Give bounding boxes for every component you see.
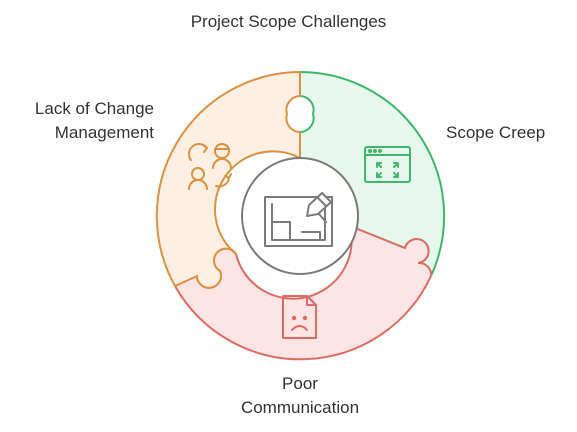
label-line: Poor <box>282 374 318 393</box>
label-line: Communication <box>240 398 360 417</box>
label-poor-communication: Poor Communication <box>200 372 400 420</box>
label-line: Management <box>54 123 154 142</box>
label-line: Lack of Change <box>34 99 154 118</box>
center-circle <box>241 157 359 275</box>
label-lack-of-change-management: Lack of Change Management <box>8 97 154 145</box>
browser-expand-icon <box>364 146 411 183</box>
diagram-title: Project Scope Challenges <box>190 12 387 31</box>
blueprint-pencil-icon <box>264 192 333 247</box>
label-line: Scope Creep <box>446 123 546 142</box>
sad-document-icon <box>282 295 317 339</box>
label-scope-creep: Scope Creep <box>446 121 545 145</box>
segment-lack-of-change-management <box>155 70 301 289</box>
people-exchange-icon <box>188 143 232 190</box>
segment-lack-of-change-management-shape <box>155 70 301 289</box>
